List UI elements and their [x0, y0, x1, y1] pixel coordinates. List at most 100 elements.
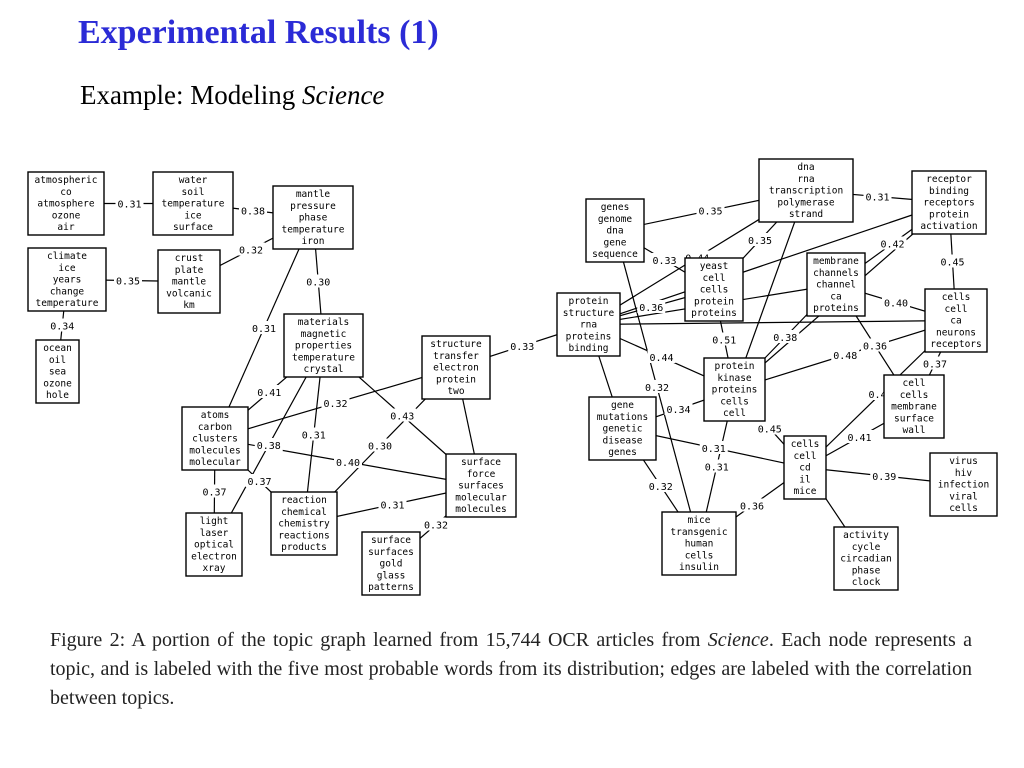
topic-word: molecular — [189, 457, 241, 468]
topic-word: crust — [175, 253, 204, 264]
topic-word: climate — [47, 251, 87, 262]
topic-word: magnetic — [301, 329, 347, 340]
topic-word: protein — [436, 374, 476, 385]
topic-word: hiv — [955, 468, 972, 479]
topic-word: surface — [173, 222, 213, 233]
topic-word: binding — [929, 186, 969, 197]
edge-label: 0.38 — [241, 207, 265, 218]
edge-label-bg — [650, 253, 679, 266]
topic-word: membrane — [813, 256, 859, 267]
topic-word: ozone — [52, 210, 81, 221]
topic-word: laser — [200, 528, 229, 539]
edge-label-bg — [921, 356, 949, 370]
topic-word: gene — [604, 237, 627, 248]
topic-word: mutations — [597, 412, 648, 423]
topic-word: receptors — [923, 198, 974, 209]
topic-word: carbon — [198, 422, 232, 433]
edge-label-bg — [239, 203, 267, 217]
topic-node-box — [588, 396, 657, 461]
edge-label-bg — [321, 396, 350, 409]
topic-node-box — [185, 512, 243, 577]
edge-label: 0.38 — [257, 441, 281, 452]
topic-word: circadian — [840, 554, 891, 565]
topic-word: protein — [929, 209, 969, 220]
topic-word: molecules — [189, 445, 240, 456]
edge-label-bg — [938, 254, 967, 268]
topic-word: insulin — [679, 562, 719, 573]
edge-label-bg — [334, 455, 362, 468]
topic-word: wall — [903, 425, 926, 436]
topic-word: mice — [794, 486, 817, 497]
topic-node-box — [883, 374, 945, 439]
topic-word: structure — [563, 308, 615, 319]
topic-word: genome — [598, 214, 633, 225]
edge-label-bg — [422, 517, 450, 531]
topic-word: binding — [568, 343, 608, 354]
topic-word: temperature — [282, 224, 345, 235]
topic-word: hole — [46, 390, 69, 401]
topic-node-box — [911, 170, 987, 235]
edge-label: 0.42 — [868, 390, 892, 401]
edge-label: 0.32 — [649, 482, 673, 493]
edge-label-bg — [388, 408, 417, 422]
topic-word: cells — [949, 503, 978, 514]
topic-word: proteins — [691, 308, 737, 319]
edge-label: 0.42 — [880, 240, 904, 251]
topic-word: crystal — [303, 364, 343, 375]
subtitle-prefix: Example: Modeling — [80, 80, 302, 110]
edge-label: 0.40 — [336, 458, 360, 469]
topic-word: cell — [703, 273, 726, 284]
topic-word: receptors — [930, 339, 981, 350]
edge-label: 0.34 — [50, 322, 74, 333]
caption-part2: . Each node represents a topic, and is l… — [50, 629, 972, 709]
topic-word: cell — [794, 451, 817, 462]
edge-label-bg — [48, 318, 77, 332]
topic-word: temperature — [292, 352, 355, 363]
edge-label: 0.37 — [923, 360, 947, 371]
topic-word: neurons — [936, 327, 976, 338]
edge-label-bg — [710, 332, 739, 346]
caption-italic: Science — [707, 629, 769, 651]
edge-label-bg — [508, 339, 537, 352]
topic-word: co — [60, 187, 72, 198]
topic-word: mantle — [296, 189, 331, 200]
topic-word: electron — [191, 551, 237, 562]
edge-label-bg — [304, 274, 333, 288]
edge-label-bg — [250, 321, 278, 334]
topic-node-materials: materialsmagneticpropertiestemperaturecr… — [283, 313, 364, 378]
topic-word: cells — [942, 292, 971, 303]
edge-label-bg — [254, 438, 283, 451]
edge-label-bg — [646, 479, 675, 492]
topic-word: surface — [371, 535, 411, 546]
edge-label-bg — [255, 385, 284, 398]
topic-word: viral — [949, 491, 978, 502]
edge-label-bg — [878, 236, 907, 250]
topic-word: materials — [298, 317, 349, 328]
topic-word: dna — [606, 226, 623, 237]
topic-word: ca — [950, 316, 961, 327]
edge-label: 0.37 — [202, 488, 226, 499]
topic-word: km — [183, 300, 195, 311]
topic-node-box — [421, 335, 491, 400]
topic-word: cells — [685, 550, 714, 561]
edge-label-bg — [696, 203, 725, 217]
topic-node-box — [585, 198, 645, 263]
topic-word: atmosphere — [37, 199, 94, 210]
topic-word: disease — [602, 435, 642, 446]
topic-word: virus — [949, 456, 978, 467]
topic-node-box — [283, 313, 364, 378]
topic-word: glass — [377, 570, 406, 581]
topic-word: transcription — [769, 186, 843, 197]
topic-word: cells — [720, 396, 749, 407]
topic-node-box — [445, 453, 517, 518]
topic-word: cell — [723, 408, 746, 419]
